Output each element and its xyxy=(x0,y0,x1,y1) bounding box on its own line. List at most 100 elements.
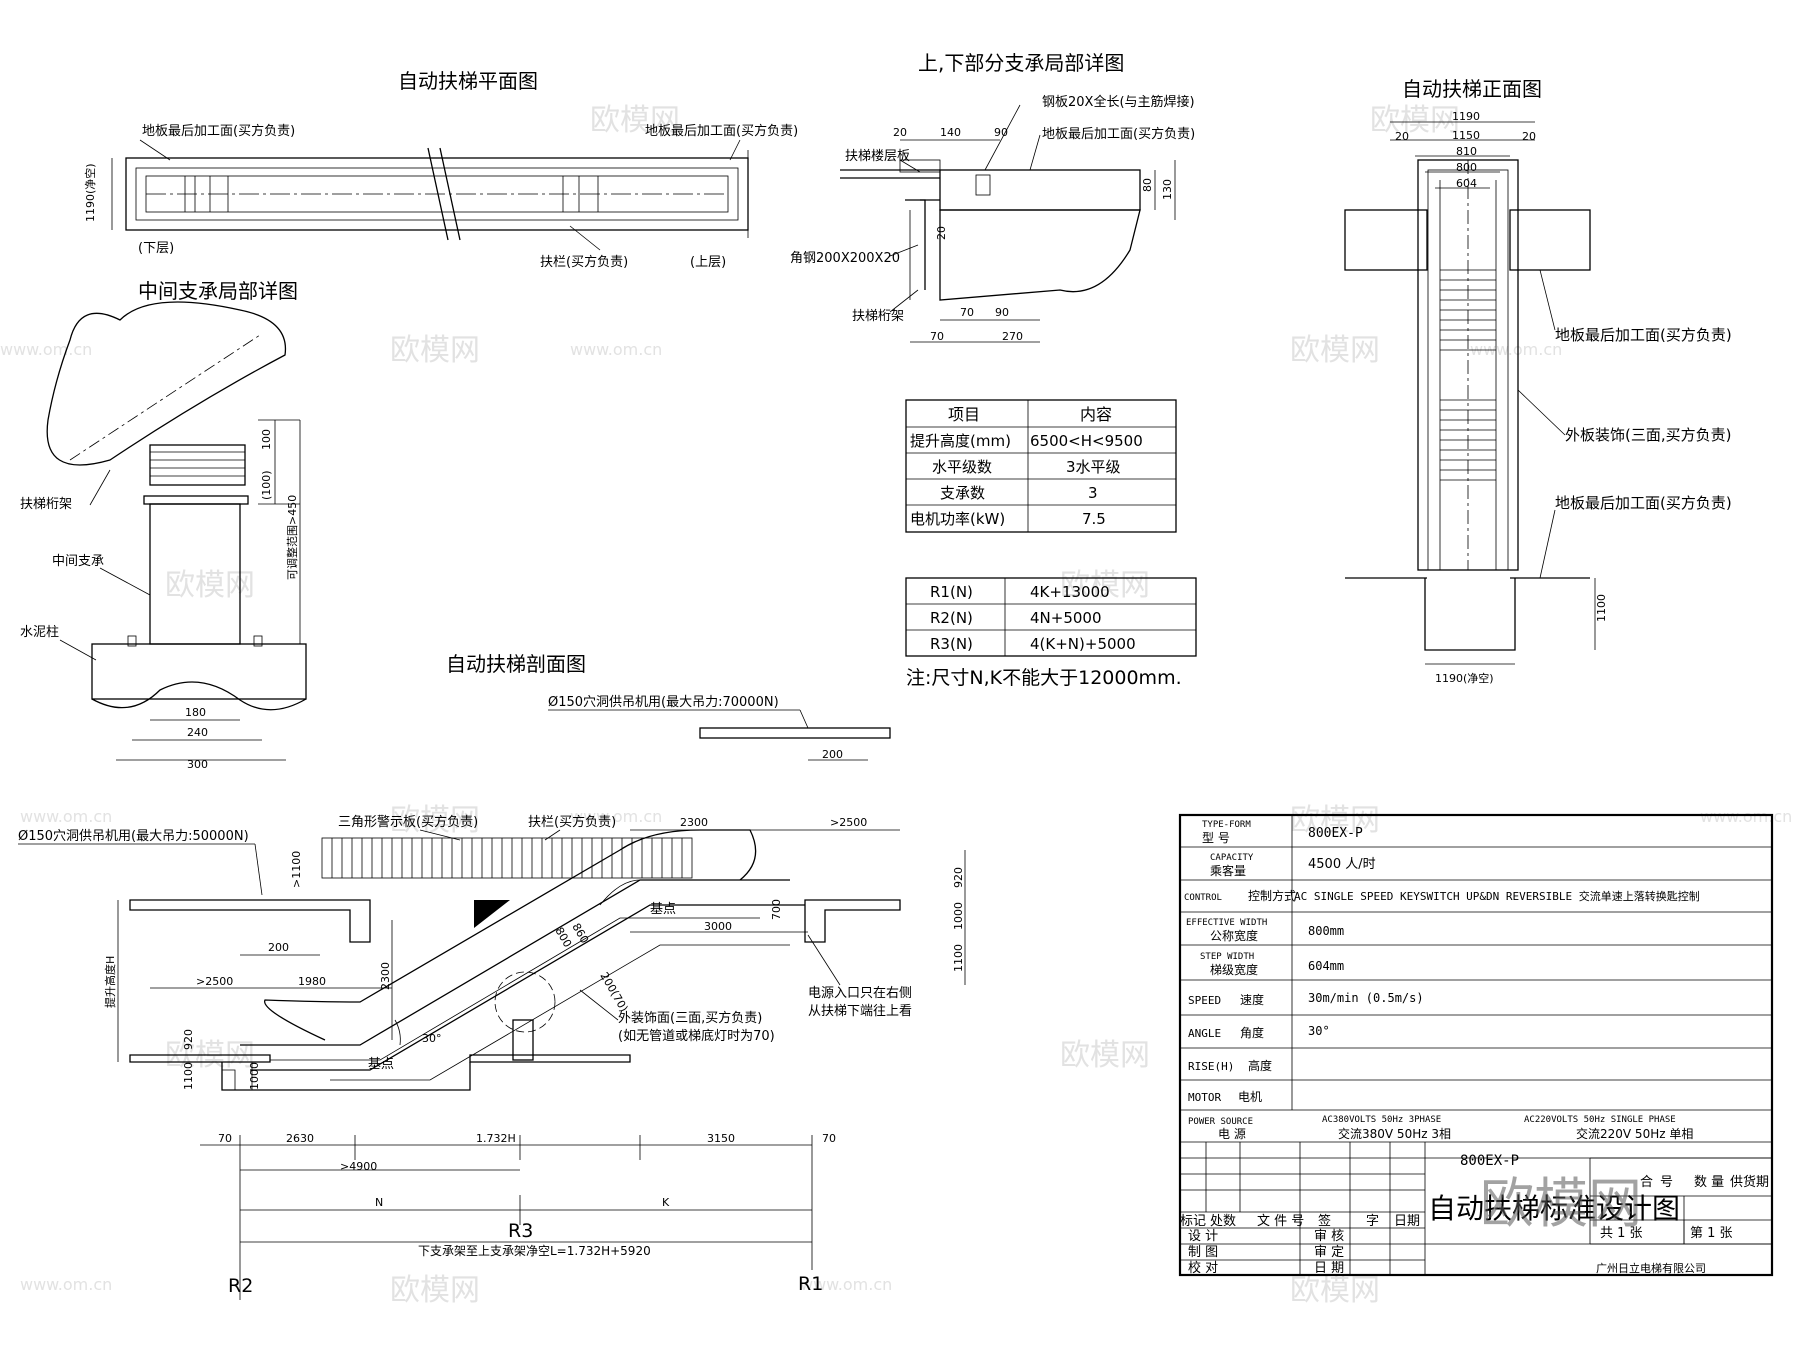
front-w1190: 1190 xyxy=(1452,110,1480,123)
middle-support-label: 中间支承 xyxy=(52,554,104,569)
section-base-lower: 基点 xyxy=(368,1057,394,1072)
dim-2300v: 2300 xyxy=(379,962,392,990)
tb-col-1: 合 xyxy=(1640,1175,1653,1190)
tb-ac220-cn: 交流220V 50Hz 单相 xyxy=(1576,1126,1693,1141)
dim-200top: 200 xyxy=(822,748,843,761)
spec-row-label: 电机功率(kW) xyxy=(910,510,1005,528)
tb-model: 800EX-P xyxy=(1460,1153,1519,1169)
dim-700: 700 xyxy=(770,899,783,920)
plan-upper-label: (上层) xyxy=(690,255,726,270)
tb-review: 审 核 xyxy=(1314,1229,1344,1244)
support-d140: 140 xyxy=(940,126,961,139)
tb-ac380-en: AC380VOLTS 50Hz 3PHASE xyxy=(1322,1115,1441,1125)
spec-header-item: 项目 xyxy=(948,405,980,424)
reaction-label: R2(N) xyxy=(930,609,973,627)
plan-view: 自动扶梯平面图 1190(净空) 地板最后加工面(买方负责) 地板最后加工面(买… xyxy=(83,69,798,270)
tb-ac220-en: AC220VOLTS 50Hz SINGLE PHASE xyxy=(1524,1115,1676,1125)
tb-sheet-no: 第 1 张 xyxy=(1690,1226,1733,1241)
support-detail: 上,下部分支承局部详图 20 140 90 80 130 20 70 90 70… xyxy=(790,51,1195,343)
spec-row-label: 支承数 xyxy=(940,484,985,502)
section-warning-plate: 三角形警示板(买方负责) xyxy=(338,814,478,830)
middle-adjust: 可调整范围>450 xyxy=(285,495,299,580)
middle-d100: 100 xyxy=(260,429,273,450)
tb-row-en: CAPACITY xyxy=(1210,853,1254,863)
middle-d300: 300 xyxy=(187,758,208,771)
watermark-logo: 欧模网 xyxy=(1290,333,1380,368)
front-w20a: 20 xyxy=(1395,130,1409,143)
tb-row-cn: 乘客量 xyxy=(1210,863,1246,878)
support-d20b: 20 xyxy=(935,226,948,240)
spec-row-label: 提升高度(mm) xyxy=(910,432,1011,450)
watermark-logo: 欧模网 xyxy=(1370,103,1460,138)
tb-row-cn: 梯级宽度 xyxy=(1210,962,1258,977)
spec-row-value: 6500<H<9500 xyxy=(1030,432,1143,450)
middle-d100p: (100) xyxy=(260,470,273,500)
front-floor-bottom: 地板最后加工面(买方负责) xyxy=(1555,494,1732,512)
middle-truss-label: 扶梯桁架 xyxy=(20,497,72,512)
tb-row-cn: 角度 xyxy=(1240,1025,1264,1040)
dim-1000a: 1000 xyxy=(952,902,965,930)
dim-2500r: >2500 xyxy=(830,816,867,829)
middle-column-label: 水泥柱 xyxy=(20,625,59,640)
dim-3000: 3000 xyxy=(704,920,732,933)
tb-row-value: 30° xyxy=(1308,1024,1330,1038)
watermark-logo: 欧模网 xyxy=(590,103,680,138)
front-bottom-dim: 1190(净空) xyxy=(1435,671,1494,685)
dim-1100b: 1100 xyxy=(182,1062,195,1090)
support-d80: 80 xyxy=(1141,178,1154,192)
front-cladding: 外板装饰(三面,买方负责) xyxy=(1565,426,1731,444)
reaction-table: R1(N) 4K+13000 R2(N) 4N+5000 R3(N) 4(K+N… xyxy=(905,577,1197,689)
support-landing: 扶梯楼层板 xyxy=(845,149,910,164)
support-d90b: 90 xyxy=(995,306,1009,319)
plan-lower-label: (下层) xyxy=(138,241,174,256)
front-h1100: 1100 xyxy=(1595,594,1608,622)
plan-floor-right: 地板最后加工面(买方负责) xyxy=(645,123,798,139)
tb-check: 校 对 xyxy=(1188,1260,1218,1276)
label-R1: R1 xyxy=(798,1273,823,1295)
tb-row-value: 604mm xyxy=(1308,959,1344,973)
tb-drawing-title: 自动扶梯标准设计图 xyxy=(1428,1192,1680,1225)
middle-d240: 240 xyxy=(187,726,208,739)
tb-row-value: 30m/min (0.5m/s) xyxy=(1308,991,1424,1005)
support-angle-steel: 角钢200X200X20 xyxy=(790,251,900,266)
tb-power-en: POWER SOURCE xyxy=(1188,1117,1253,1127)
middle-support-title: 中间支承局部详图 xyxy=(138,279,298,303)
section-view-title: 自动扶梯剖面图 xyxy=(446,652,586,676)
reaction-value: 4N+5000 xyxy=(1030,609,1102,627)
reaction-note: 注:尺寸N,K不能大于12000mm. xyxy=(906,667,1182,689)
tb-mark-label: 标记 xyxy=(1180,1214,1206,1229)
tb-power-cn: 电 源 xyxy=(1218,1127,1246,1141)
tb-date: 日 期 xyxy=(1314,1261,1344,1276)
balustrade-panels xyxy=(331,838,683,878)
support-d70b: 70 xyxy=(930,330,944,343)
front-w604: 604 xyxy=(1456,177,1477,190)
dim-1000b: 1000 xyxy=(248,1062,261,1090)
middle-support-detail: 中间支承局部详图 100 (100) 可调整范围>450 扶梯桁架 中间支承 水… xyxy=(20,279,307,771)
watermark-url: www.om.cn xyxy=(20,807,112,826)
dim-K: K xyxy=(662,1196,670,1209)
dim-b4900: >4900 xyxy=(340,1160,377,1173)
tb-row-en: RISE(H) xyxy=(1188,1060,1234,1073)
tb-row-en: SPEED xyxy=(1188,994,1221,1007)
tb-row-value: 800mm xyxy=(1308,924,1344,938)
tb-row-cn: 型 号 xyxy=(1202,831,1230,845)
support-d20: 20 xyxy=(893,126,907,139)
section-view: 自动扶梯剖面图 Ø150穴洞供吊机用(最大吊力:70000N) Ø150穴洞供吊… xyxy=(18,652,966,1300)
support-detail-title: 上,下部分支承局部详图 xyxy=(918,51,1124,75)
watermark-logo: 欧模网 xyxy=(1060,1038,1150,1073)
reaction-label: R1(N) xyxy=(930,583,973,601)
watermark-logo-large: 欧模网 xyxy=(1480,1172,1642,1235)
spec-row-value: 3 xyxy=(1088,484,1098,502)
watermark-url: www.om.cn xyxy=(0,340,92,359)
section-power-line1: 电源入口只在右侧 xyxy=(808,986,912,1001)
watermark-logo: 欧模网 xyxy=(165,568,255,603)
plan-view-title: 自动扶梯平面图 xyxy=(398,69,538,93)
watermark-url: www.om.cn xyxy=(800,1275,892,1294)
dim-2500l: >2500 xyxy=(196,975,233,988)
front-view: 自动扶梯正面图 1190 20 1150 20 810 800 604 xyxy=(1344,77,1732,685)
front-view-title: 自动扶梯正面图 xyxy=(1402,77,1542,101)
plan-handrail-label: 扶栏(买方负责) xyxy=(540,254,628,270)
watermark-logo: 欧模网 xyxy=(390,803,480,838)
tb-row-cn: 高度 xyxy=(1248,1058,1272,1073)
dim-b70a: 70 xyxy=(218,1132,232,1145)
